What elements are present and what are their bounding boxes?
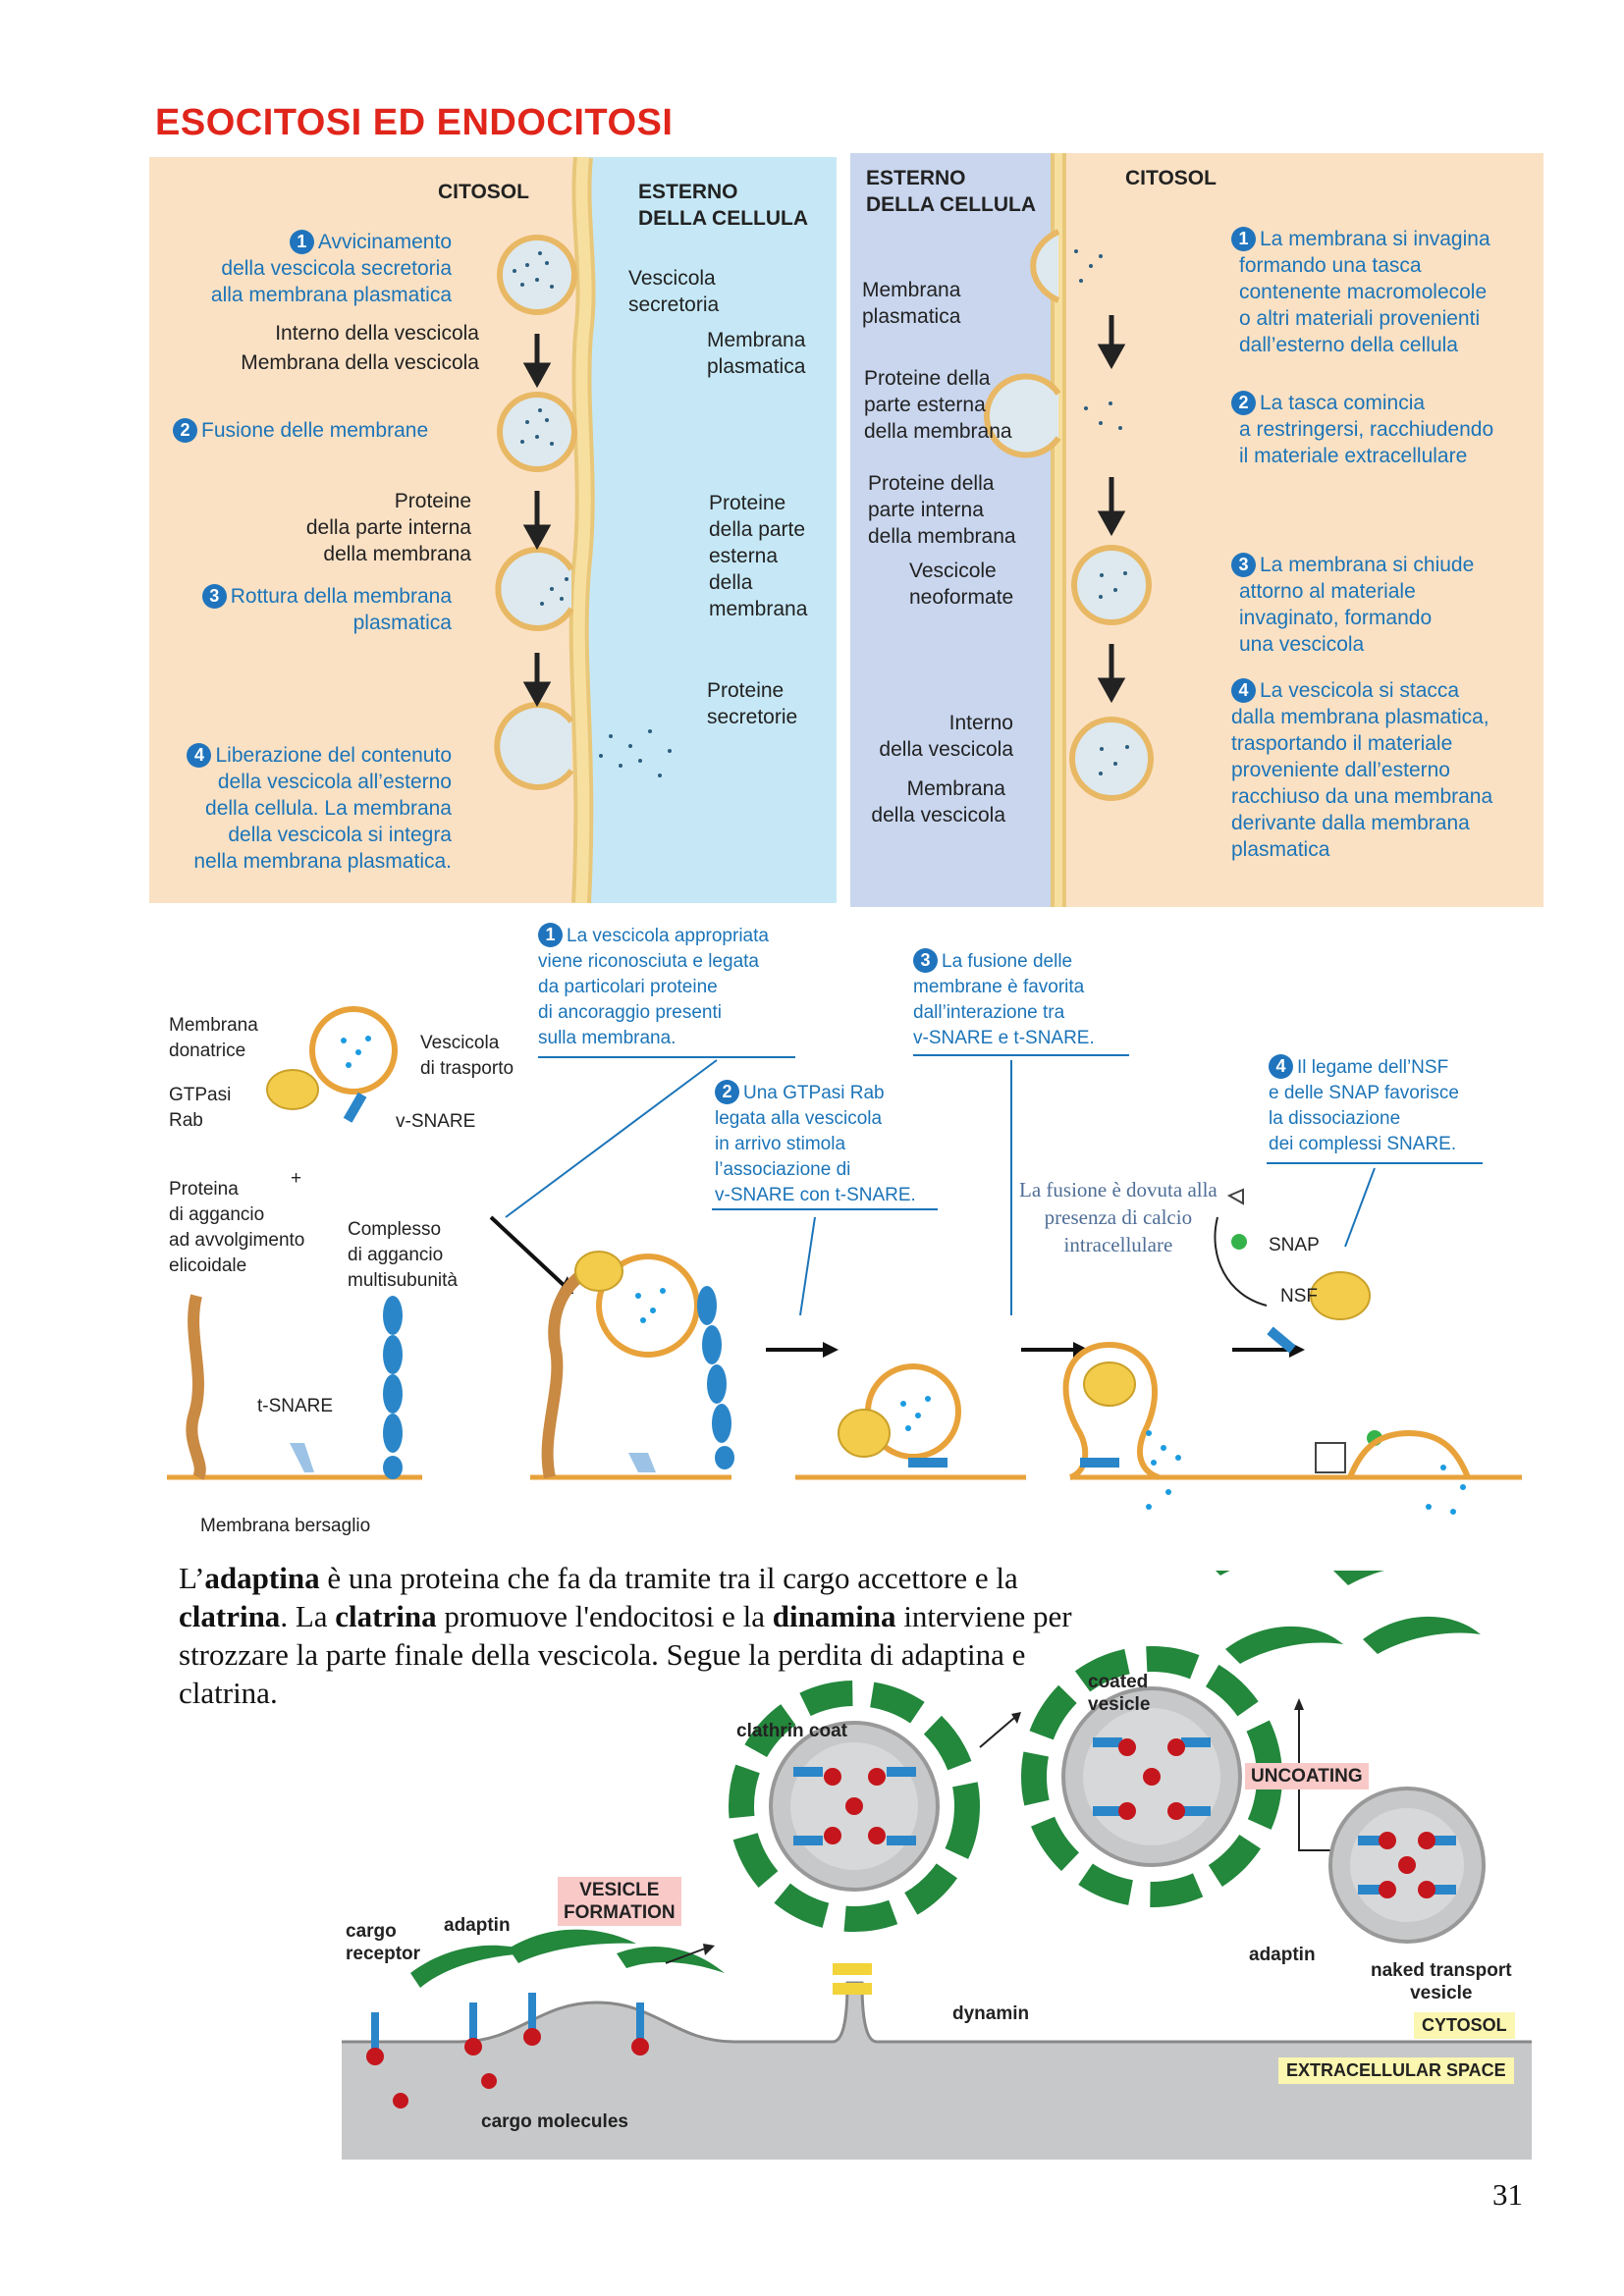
snare-vsnare-label: v-SNARE xyxy=(396,1111,476,1132)
adaptin-paragraph: L’adaptina è una proteina che fa da tram… xyxy=(179,1561,1072,1710)
clathrin-coat-label: clathrin coat xyxy=(736,1721,847,1741)
snare-target-membrane-label: Membrana bersaglio xyxy=(200,1516,371,1536)
adaptin-label-left: adaptin xyxy=(444,1915,511,1936)
snare-illustration xyxy=(167,1006,1522,1515)
snap-label: SNAP xyxy=(1269,1235,1320,1255)
uncoating-badge: UNCOATING xyxy=(1245,1763,1369,1789)
cytosol-badge: CYTOSOL xyxy=(1414,2012,1515,2039)
endocytosis-illustration xyxy=(850,153,1543,907)
exo-interior-label: Interno della vescicola xyxy=(275,322,479,345)
exo-cytosol-header: CITOSOL xyxy=(438,181,529,203)
snare-plus-sign: + xyxy=(291,1168,302,1189)
nsf-label: NSF xyxy=(1280,1286,1318,1307)
extracellular-badge: EXTRACELLULAR SPACE xyxy=(1278,2057,1514,2084)
endo-cytosol-header: CITOSOL xyxy=(1125,167,1217,189)
exo-vesicle-membrane-label: Membrana della vescicola xyxy=(241,351,479,374)
snare-tsnare-label: t-SNARE xyxy=(257,1396,334,1416)
exocytosis-illustration xyxy=(149,157,837,903)
clathrin-illustration xyxy=(342,1571,1532,2160)
dynamin-label: dynamin xyxy=(952,2003,1030,2024)
page-title: ESOCITOSI ED ENDOCITOSI xyxy=(155,102,674,143)
cargo-molecules-label: cargo molecules xyxy=(481,2111,628,2132)
page-number: 31 xyxy=(1492,2177,1523,2212)
calcium-note: La fusione è dovuta alla presenza di cal… xyxy=(1019,1178,1218,1256)
adaptin-label-right: adaptin xyxy=(1249,1945,1316,1965)
